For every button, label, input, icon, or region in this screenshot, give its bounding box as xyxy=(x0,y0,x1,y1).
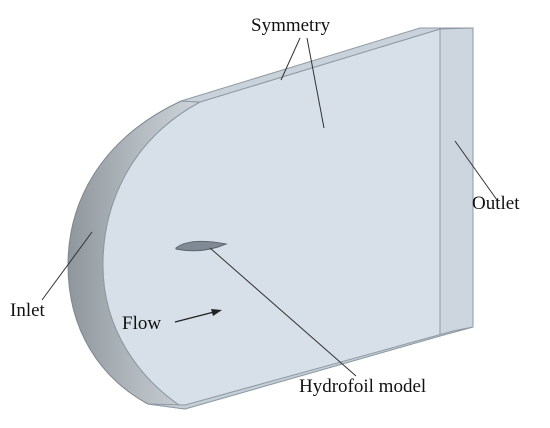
outlet-face xyxy=(439,27,474,337)
symmetry-face xyxy=(102,28,441,410)
flow-arrow xyxy=(174,309,222,323)
hydrofoil-leader xyxy=(209,247,357,377)
hydrofoil-shape xyxy=(175,240,228,252)
symmetry-leader-top xyxy=(280,37,301,81)
inlet-leader xyxy=(41,231,93,301)
outlet-label: Outlet xyxy=(472,193,520,214)
bottom-thickness-surface xyxy=(147,326,474,410)
hydrofoil-label: Hydrofoil model xyxy=(299,376,427,397)
flow-label: Flow xyxy=(122,313,162,334)
symmetry-leader-face xyxy=(306,37,325,129)
outlet-leader xyxy=(454,140,498,201)
symmetry-label: Symmetry xyxy=(251,15,331,36)
inlet-label: Inlet xyxy=(10,300,45,321)
